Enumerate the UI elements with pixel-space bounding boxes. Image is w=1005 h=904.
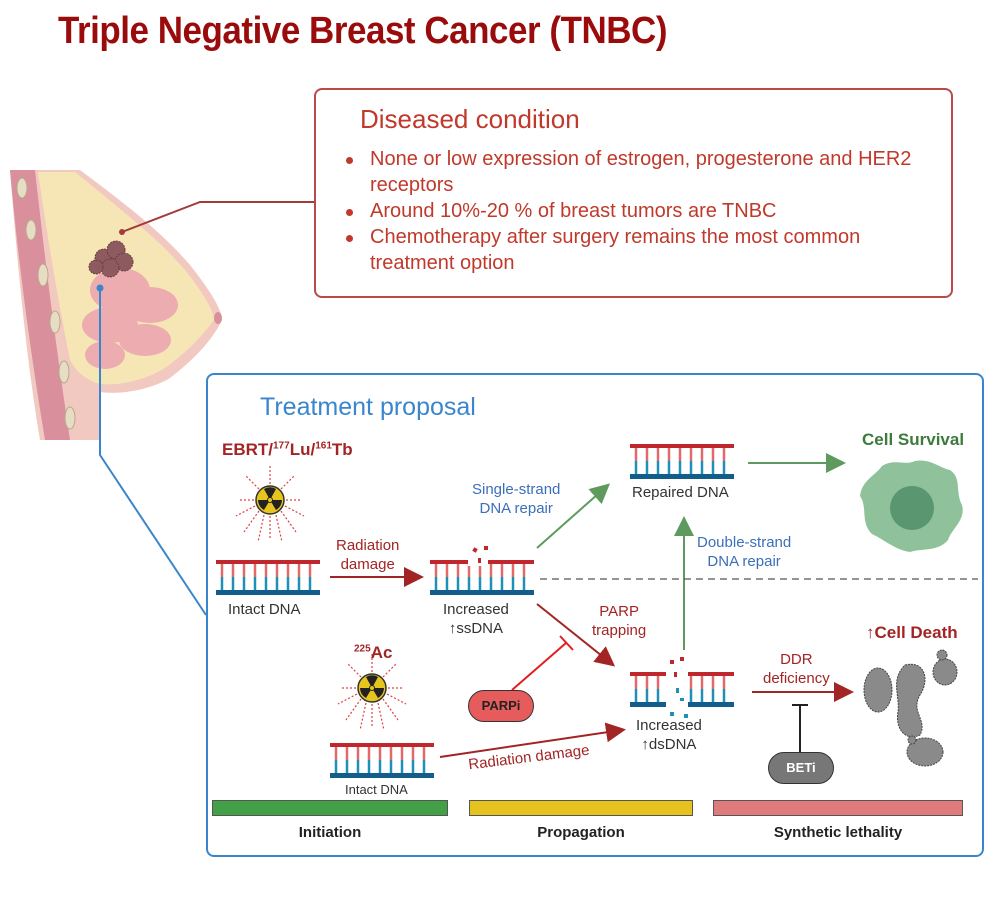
ribs <box>16 177 76 430</box>
radiation-damage-arrow-2 <box>439 722 626 758</box>
condition-bullet: Chemotherapy after surgery remains the m… <box>340 224 940 276</box>
intact-dna-label-2: Intact DNA <box>345 782 408 797</box>
diseased-condition-panel: Diseased condition None or low expressio… <box>314 88 953 298</box>
beti-badge: BETi <box>768 752 834 784</box>
treatment-proposal-panel: Treatment proposal <box>206 373 984 857</box>
radiation-source-icon-2 <box>337 653 407 731</box>
condition-heading: Diseased condition <box>360 104 580 134</box>
single-strand-repair-arrow <box>536 483 610 549</box>
parpi-badge: PARPi <box>468 690 534 722</box>
repaired-dna-label: Repaired DNA <box>632 484 729 501</box>
treatment-heading: Treatment proposal <box>260 393 476 421</box>
phase-bar-propagation <box>469 800 693 816</box>
condition-bullet: None or low expression of estrogen, prog… <box>340 146 940 198</box>
ssdna-label: Increased↑ssDNA <box>443 601 509 637</box>
ssdna-break-icon <box>428 546 536 597</box>
tumor <box>88 240 134 278</box>
glandular-lobules <box>82 268 178 369</box>
intact-dna-icon-1 <box>214 558 322 597</box>
dead-cell-icon <box>863 649 958 767</box>
beti-inhibition-line <box>792 704 808 754</box>
page-title: Triple Negative Breast Cancer (TNBC) <box>58 10 668 52</box>
ebrt-lu-tb-label: EBRT/177Lu/161Tb <box>222 440 353 459</box>
survival-cell-icon <box>860 460 963 552</box>
intact-dna-label-1: Intact DNA <box>228 601 301 618</box>
intact-dna-icon-2 <box>328 741 436 780</box>
phase-bar-initiation <box>212 800 448 816</box>
phase-label-propagation: Propagation <box>537 824 625 841</box>
actinium-225-label: 225Ac <box>354 643 393 662</box>
phase-label-initiation: Initiation <box>298 824 362 841</box>
parpi-inhibition-line <box>511 635 574 691</box>
bullet-dot-icon <box>346 209 353 216</box>
chest-wall-muscle <box>10 170 70 440</box>
dsdna-label: Increased↑dsDNA <box>636 717 702 753</box>
nipple <box>214 312 222 324</box>
bullet-dot-icon <box>346 235 353 242</box>
repaired-dna-icon <box>628 442 736 481</box>
treatment-connector-line <box>99 288 207 616</box>
bullet-dot-icon <box>346 157 353 164</box>
phase-bar-synthetic-lethality <box>713 800 963 816</box>
radiation-source-icon-1 <box>235 465 305 543</box>
cell-survival-label: Cell Survival <box>862 430 965 449</box>
condition-bullet-list: None or low expression of estrogen, prog… <box>340 146 940 276</box>
dsdna-break-icon <box>628 657 736 718</box>
condition-connector-line <box>121 201 314 233</box>
parp-trapping-arrow <box>536 603 616 667</box>
cell-death-label: ↑Cell Death <box>866 623 958 642</box>
phase-label-synthetic-lethality: Synthetic lethality <box>773 824 903 841</box>
condition-bullet: Around 10%-20 % of breast tumors are TNB… <box>340 198 940 224</box>
